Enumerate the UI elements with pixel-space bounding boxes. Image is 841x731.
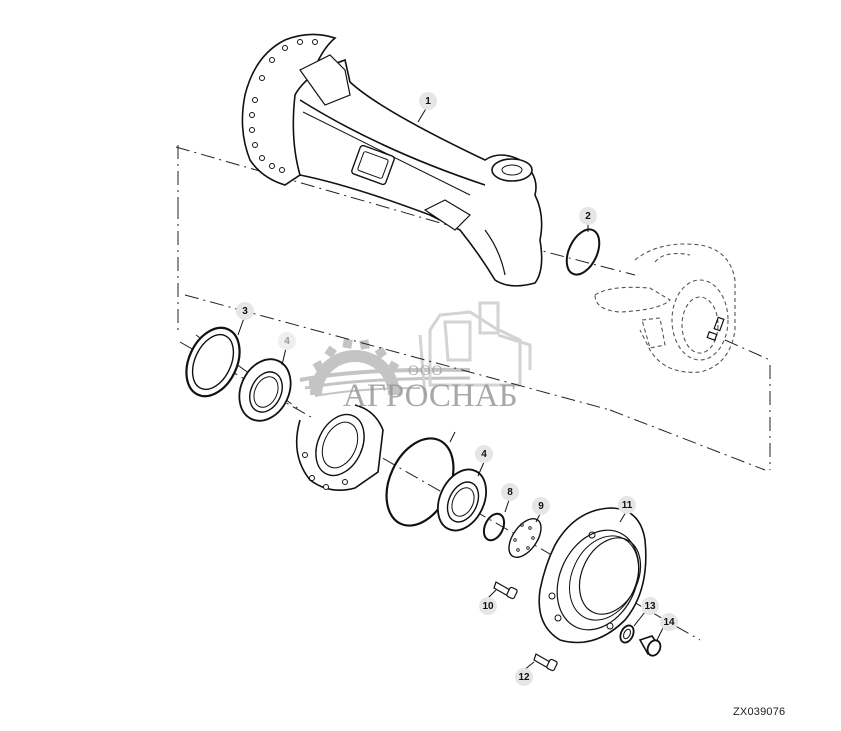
part-o-ring-2[interactable] <box>560 222 606 280</box>
part-planetary-cover-11[interactable] <box>538 507 654 644</box>
part-bearing-4a[interactable] <box>230 347 301 429</box>
callout-2[interactable]: 2 <box>579 207 597 225</box>
part-steering-knuckle-ghost <box>594 243 736 373</box>
callout-4b[interactable]: 4 <box>475 445 493 463</box>
watermark-name: АГРОСНАБ <box>343 378 518 414</box>
part-bolt-10[interactable] <box>487 581 518 600</box>
harvester-icon <box>418 301 532 396</box>
gear-icon <box>309 338 400 395</box>
callout-12[interactable]: 12 <box>515 668 533 686</box>
part-thrust-disc-9[interactable] <box>503 513 548 563</box>
callout-10[interactable]: 10 <box>479 597 497 615</box>
part-bolt-12[interactable] <box>523 653 558 672</box>
part-o-ring-8[interactable] <box>480 499 510 543</box>
callout-11[interactable]: 11 <box>618 496 636 514</box>
part-wheel-hub[interactable] <box>295 404 384 491</box>
callout-9[interactable]: 9 <box>532 497 550 515</box>
callout-1[interactable]: 1 <box>419 92 437 110</box>
part-seal-washer-13[interactable] <box>618 611 646 645</box>
callout-14[interactable]: 14 <box>660 613 678 631</box>
watermark-logo <box>299 301 532 397</box>
drawing-id: ZX039076 <box>733 706 786 718</box>
knuckle-splines <box>706 316 725 341</box>
part-oil-seal-3[interactable] <box>176 317 250 405</box>
part-drain-plug-14[interactable] <box>638 627 664 658</box>
callout-3[interactable]: 3 <box>236 302 254 320</box>
part-axle-housing[interactable] <box>241 33 543 287</box>
callout-4a[interactable]: 4 <box>278 332 296 350</box>
part-bearing-4b[interactable] <box>429 461 496 539</box>
watermark-prefix: ООО <box>408 363 444 379</box>
callout-8[interactable]: 8 <box>501 483 519 501</box>
callout-13[interactable]: 13 <box>641 597 659 615</box>
